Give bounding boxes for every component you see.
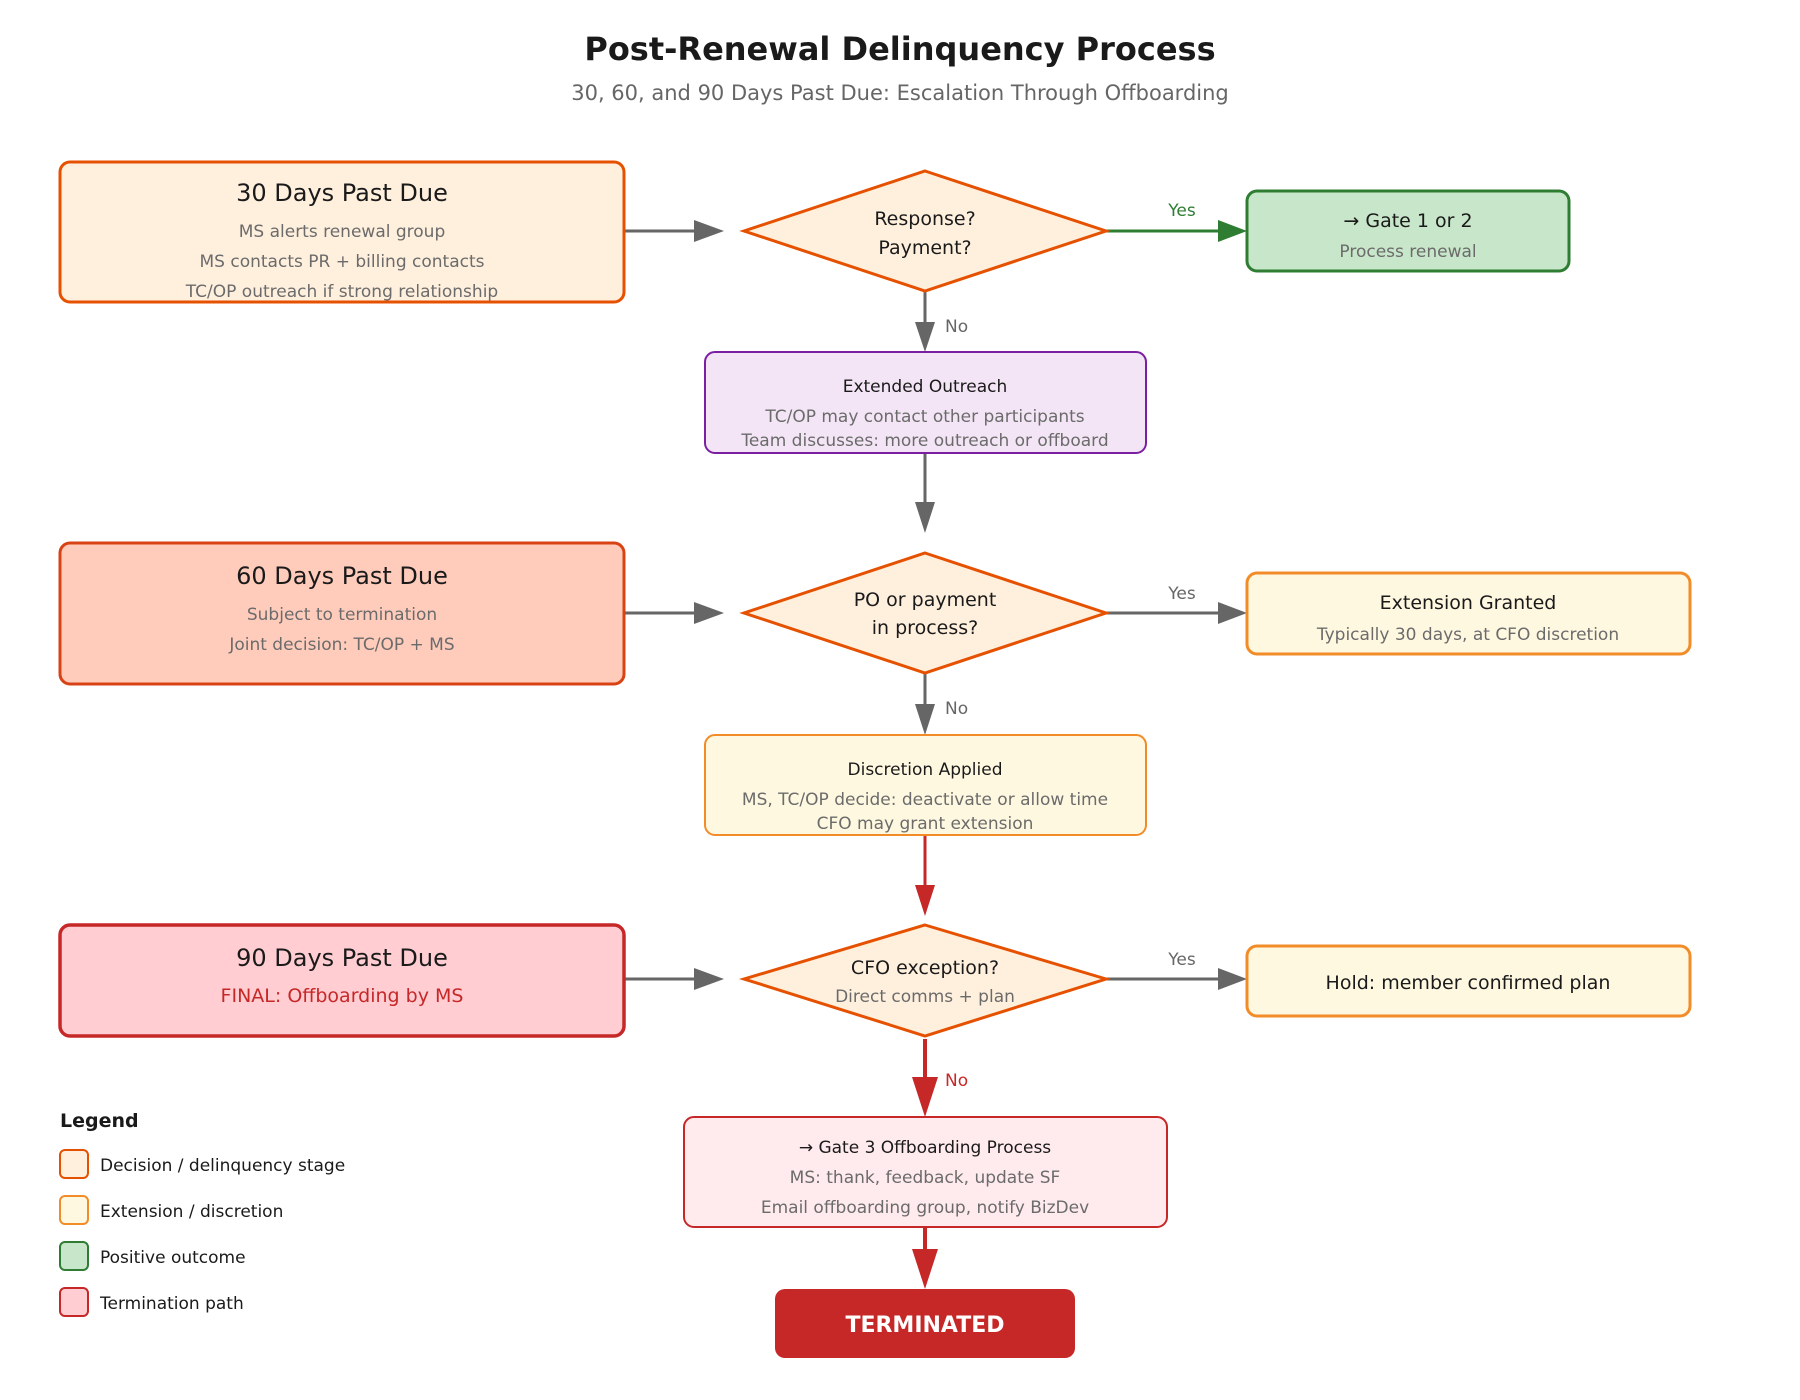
legend-label: Positive outcome xyxy=(100,1248,246,1268)
box-title: Discretion Applied xyxy=(848,760,1003,780)
arrowhead xyxy=(694,220,724,242)
box-line: Team discusses: more outreach or offboar… xyxy=(740,431,1108,451)
terminated-label: TERMINATED xyxy=(845,1313,1004,1338)
hold-box[interactable]: Hold: member confirmed plan xyxy=(1245,944,1692,1018)
legend-swatch xyxy=(59,1195,89,1225)
stage-title: 30 Days Past Due xyxy=(236,179,448,207)
box-title: Extension Granted xyxy=(1380,592,1557,614)
legend: Legend Decision / delinquency stage Exte… xyxy=(59,1110,345,1317)
legend-item: Decision / delinquency stage xyxy=(59,1149,345,1179)
stage-30-box[interactable]: 30 Days Past Due MS alerts renewal group… xyxy=(58,160,626,304)
stage-60-box[interactable]: 60 Days Past Due Subject to termination … xyxy=(58,541,626,686)
decision-text: Payment? xyxy=(878,237,971,259)
box-line: MS, TC/OP decide: deactivate or allow ti… xyxy=(742,790,1108,810)
legend-item: Termination path xyxy=(59,1287,244,1317)
box-line: CFO may grant extension xyxy=(817,814,1034,834)
stage-title: 90 Days Past Due xyxy=(236,944,448,972)
arrowhead xyxy=(915,704,935,735)
decision-text: CFO exception? xyxy=(851,957,999,979)
stage-line: TC/OP outreach if strong relationship xyxy=(185,282,498,302)
arrowhead xyxy=(915,885,935,916)
discretion-applied-box[interactable]: Discretion Applied MS, TC/OP decide: dea… xyxy=(704,734,1147,836)
arrowhead xyxy=(694,968,724,990)
legend-label: Decision / delinquency stage xyxy=(100,1156,345,1176)
stage-line: Subject to termination xyxy=(247,605,437,625)
legend-title: Legend xyxy=(60,1110,139,1132)
box-title: → Gate 3 Offboarding Process xyxy=(799,1138,1051,1158)
box-title: Extended Outreach xyxy=(843,377,1008,397)
edge-label-no: No xyxy=(945,317,968,337)
gate-1-2-box[interactable]: → Gate 1 or 2 Process renewal xyxy=(1245,189,1571,273)
stage-line: FINAL: Offboarding by MS xyxy=(221,985,464,1007)
page-title: Post-Renewal Delinquency Process xyxy=(584,30,1215,68)
legend-item: Positive outcome xyxy=(59,1241,246,1271)
stage-90-box[interactable]: 90 Days Past Due FINAL: Offboarding by M… xyxy=(58,923,626,1038)
extended-outreach-box[interactable]: Extended Outreach TC/OP may contact othe… xyxy=(704,351,1147,454)
arrowhead xyxy=(915,502,935,533)
legend-swatch xyxy=(59,1149,89,1179)
legend-swatch xyxy=(59,1287,89,1317)
box-title: Hold: member confirmed plan xyxy=(1326,972,1611,994)
arrowhead xyxy=(912,1077,938,1117)
legend-swatch xyxy=(59,1241,89,1271)
decision-subtext: Direct comms + plan xyxy=(835,987,1015,1007)
gate-3-offboarding-box[interactable]: → Gate 3 Offboarding Process MS: thank, … xyxy=(683,1116,1168,1228)
arrowhead xyxy=(1218,602,1247,624)
terminated-box[interactable]: TERMINATED xyxy=(775,1289,1075,1358)
edge-label-yes: Yes xyxy=(1167,584,1196,604)
box-line: MS: thank, feedback, update SF xyxy=(790,1168,1061,1188)
edges: Yes No Yes No Yes No xyxy=(624,201,1247,1289)
box-line: TC/OP may contact other participants xyxy=(764,407,1084,427)
decision-text: Response? xyxy=(874,208,975,230)
box-line: Typically 30 days, at CFO discretion xyxy=(1316,625,1619,645)
legend-label: Termination path xyxy=(99,1294,244,1314)
edge-label-no: No xyxy=(945,699,968,719)
arrowhead xyxy=(694,602,724,624)
arrowhead xyxy=(1218,220,1247,242)
arrowhead xyxy=(1218,968,1247,990)
extension-granted-box[interactable]: Extension Granted Typically 30 days, at … xyxy=(1245,571,1692,656)
edge-label-yes: Yes xyxy=(1167,950,1196,970)
box-title: → Gate 1 or 2 xyxy=(1343,210,1472,232)
edge-label-no: No xyxy=(945,1071,968,1091)
legend-item: Extension / discretion xyxy=(59,1195,283,1225)
page-subtitle: 30, 60, and 90 Days Past Due: Escalation… xyxy=(571,81,1229,105)
legend-label: Extension / discretion xyxy=(100,1202,283,1222)
arrowhead xyxy=(915,322,935,352)
decision-cfo-exception[interactable]: CFO exception? Direct comms + plan xyxy=(738,923,1112,1038)
decision-po-payment[interactable]: PO or payment in process? xyxy=(739,551,1111,675)
decision-text: PO or payment xyxy=(854,589,997,611)
stage-line: Joint decision: TC/OP + MS xyxy=(228,635,454,655)
stage-line: MS contacts PR + billing contacts xyxy=(200,252,485,272)
decision-text: in process? xyxy=(872,617,978,639)
stage-line: MS alerts renewal group xyxy=(239,222,446,242)
box-line: Process renewal xyxy=(1339,242,1476,262)
box-line: Email offboarding group, notify BizDev xyxy=(761,1198,1089,1218)
stage-title: 60 Days Past Due xyxy=(236,562,448,590)
decision-response-payment[interactable]: Response? Payment? xyxy=(739,169,1111,293)
arrowhead xyxy=(912,1249,938,1289)
edge-label-yes: Yes xyxy=(1167,201,1196,221)
